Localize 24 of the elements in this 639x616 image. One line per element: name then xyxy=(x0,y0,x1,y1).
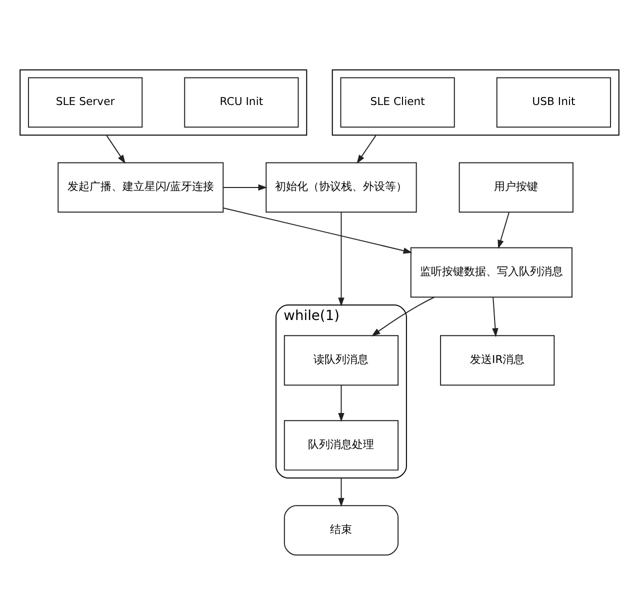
node-box: 读队列消息 xyxy=(284,334,399,386)
arrow xyxy=(356,134,377,164)
node-box: 用户按键 xyxy=(458,162,574,212)
node-box: 初始化（协议栈、外设等） xyxy=(266,162,417,212)
arrow xyxy=(222,207,412,254)
arrow xyxy=(338,476,344,506)
node-box: SLE Client xyxy=(340,76,455,128)
node-box: 发起广播、建立星闪/蓝牙连接 xyxy=(58,162,224,212)
arrow xyxy=(338,384,344,422)
arrow xyxy=(106,134,126,164)
node-box: 发送IR消息 xyxy=(440,334,555,386)
cluster xyxy=(20,68,308,136)
arrow xyxy=(338,211,344,306)
node-box: USB Init xyxy=(496,76,611,128)
node-box: 队列消息处理 xyxy=(284,420,399,470)
cluster xyxy=(332,68,620,136)
arrow xyxy=(498,211,510,248)
arrow xyxy=(492,296,498,337)
node-box: 结束 xyxy=(284,504,399,556)
node-box: SLE Server xyxy=(28,76,143,128)
node-box: RCU Init xyxy=(184,76,299,128)
arrow xyxy=(371,296,435,336)
node-box: 监听按键数据、写入队列消息 xyxy=(410,246,572,298)
arrow xyxy=(222,184,268,190)
